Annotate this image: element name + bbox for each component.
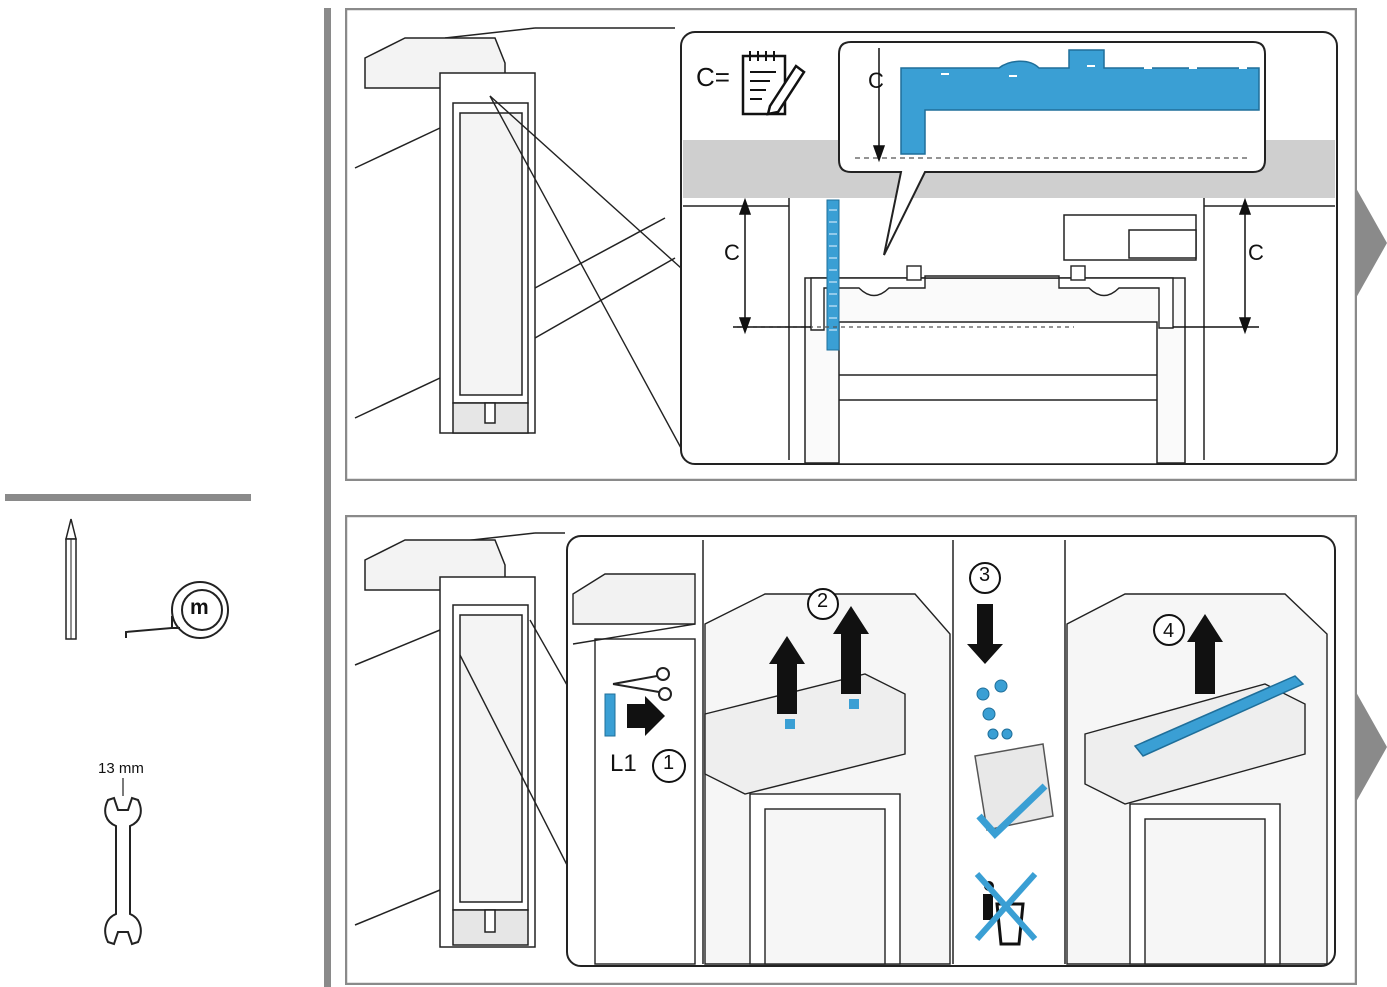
- column-separator: [324, 8, 331, 987]
- notepad-pencil-icon: [741, 51, 806, 116]
- trash-crossed-icon: [974, 872, 1038, 946]
- dimension-c-zoom: C: [868, 68, 884, 93]
- dimension-c-right: C: [1248, 240, 1264, 265]
- wrench-size-label: 13 mm: [98, 760, 144, 777]
- formula-label: C=: [696, 62, 730, 92]
- part-label-l1: L1: [610, 750, 637, 777]
- step-number-4: 4: [1163, 620, 1175, 642]
- tool-divider-bar: [5, 494, 251, 501]
- dimension-c-left: C: [724, 240, 740, 265]
- tape-measure-icon: [125, 581, 229, 639]
- tape-measure-letter: m: [190, 596, 209, 619]
- step-number-3: 3: [979, 564, 991, 586]
- next-arrow-icon: [1356, 692, 1387, 802]
- panel-top-inset: [680, 31, 1338, 465]
- wrench-icon: [104, 778, 142, 946]
- pencil-icon: [65, 518, 77, 640]
- step-number-1: 1: [663, 752, 675, 774]
- scissors-icon: [612, 667, 672, 701]
- step-number-2: 2: [817, 590, 829, 612]
- panel-bottom-inset: [566, 535, 1336, 967]
- check-icon: [976, 783, 1048, 840]
- next-arrow-icon: [1356, 188, 1387, 298]
